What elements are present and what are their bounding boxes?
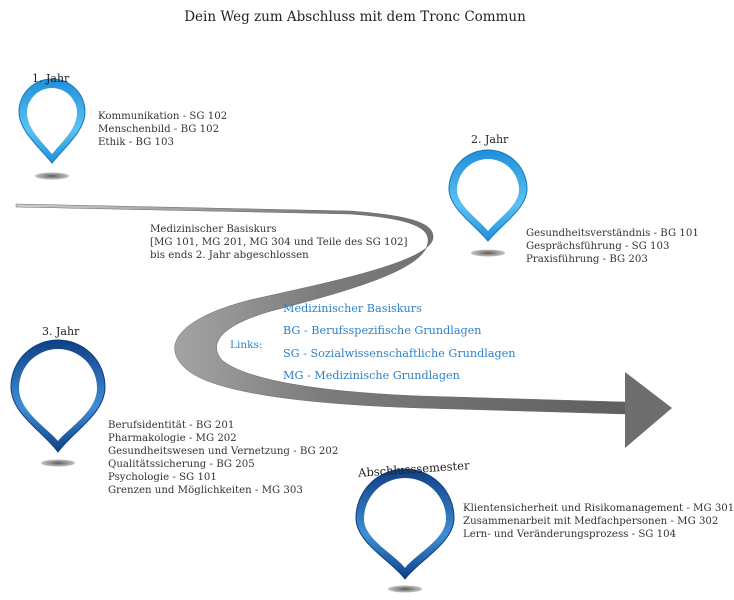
links-label: Links: (230, 339, 263, 351)
link-sg-grundlagen[interactable]: SG - Sozialwissenschaftliche Grundlagen (283, 347, 516, 360)
link-medizinischer-basiskurs[interactable]: Medizinischer Basiskurs (283, 302, 422, 315)
basiskurs-line: [MG 101, MG 201, MG 304 und Teile des SG… (150, 237, 408, 248)
course-list-year-2: Gesundheitsverständnis - BG 101 Gespräch… (526, 227, 699, 266)
course-item: Grenzen und Möglichkeiten - MG 303 (108, 485, 303, 496)
station-label-year-3: 3. Jahr (42, 325, 80, 338)
link-bg-grundlagen[interactable]: BG - Berufsspezifische Grundlagen (283, 324, 482, 337)
map-pin-icon (448, 149, 528, 257)
basiskurs-line: bis ends 2. Jahr abgeschlossen (150, 250, 309, 261)
course-item: Klientensicherheit und Risikomanagement … (463, 503, 734, 514)
station-label-year-2: 2. Jahr (471, 133, 509, 146)
course-item: Lern- und Veränderungsprozess - SG 104 (463, 529, 677, 540)
course-list-year-1: Kommunikation - SG 102 Menschenbild - BG… (98, 110, 227, 149)
course-item: Psychologie - SG 101 (108, 472, 217, 483)
course-list-year-3: Berufsidentität - BG 201 Pharmakologie -… (108, 419, 338, 497)
page-title: Dein Weg zum Abschluss mit dem Tronc Com… (184, 9, 526, 25)
course-item: Menschenbild - BG 102 (98, 124, 220, 135)
course-item: Praxisführung - BG 203 (526, 254, 648, 265)
link-mg-grundlagen[interactable]: MG - Medizinische Grundlagen (283, 369, 460, 382)
course-item: Pharmakologie - MG 202 (108, 433, 237, 444)
map-pin-icon (18, 78, 86, 180)
course-item: Ethik - BG 103 (98, 137, 174, 148)
course-item: Berufsidentität - BG 201 (108, 420, 235, 431)
roadmap-graphic (10, 78, 672, 593)
course-item: Gesundheitsverständnis - BG 101 (526, 228, 699, 239)
basiskurs-note: Medizinischer Basiskurs [MG 101, MG 201,… (150, 223, 407, 262)
map-pin-icon (355, 468, 455, 593)
map-pin-icon (10, 339, 106, 467)
course-item: Kommunikation - SG 102 (98, 111, 228, 122)
station-label-year-1: 1. Jahr (32, 72, 70, 85)
road-path (15, 203, 626, 415)
course-item: Gesprächsführung - SG 103 (526, 241, 670, 252)
arrow-head-icon (625, 372, 672, 448)
course-item: Gesundheitswesen und Vernetzung - BG 202 (108, 446, 339, 457)
course-item: Qualitätssicherung - BG 205 (108, 459, 255, 470)
course-item: Zusammenarbeit mit Medfachpersonen - MG … (463, 516, 719, 527)
course-list-final-semester: Klientensicherheit und Risikomanagement … (463, 502, 734, 541)
basiskurs-line: Medizinischer Basiskurs (150, 224, 277, 235)
